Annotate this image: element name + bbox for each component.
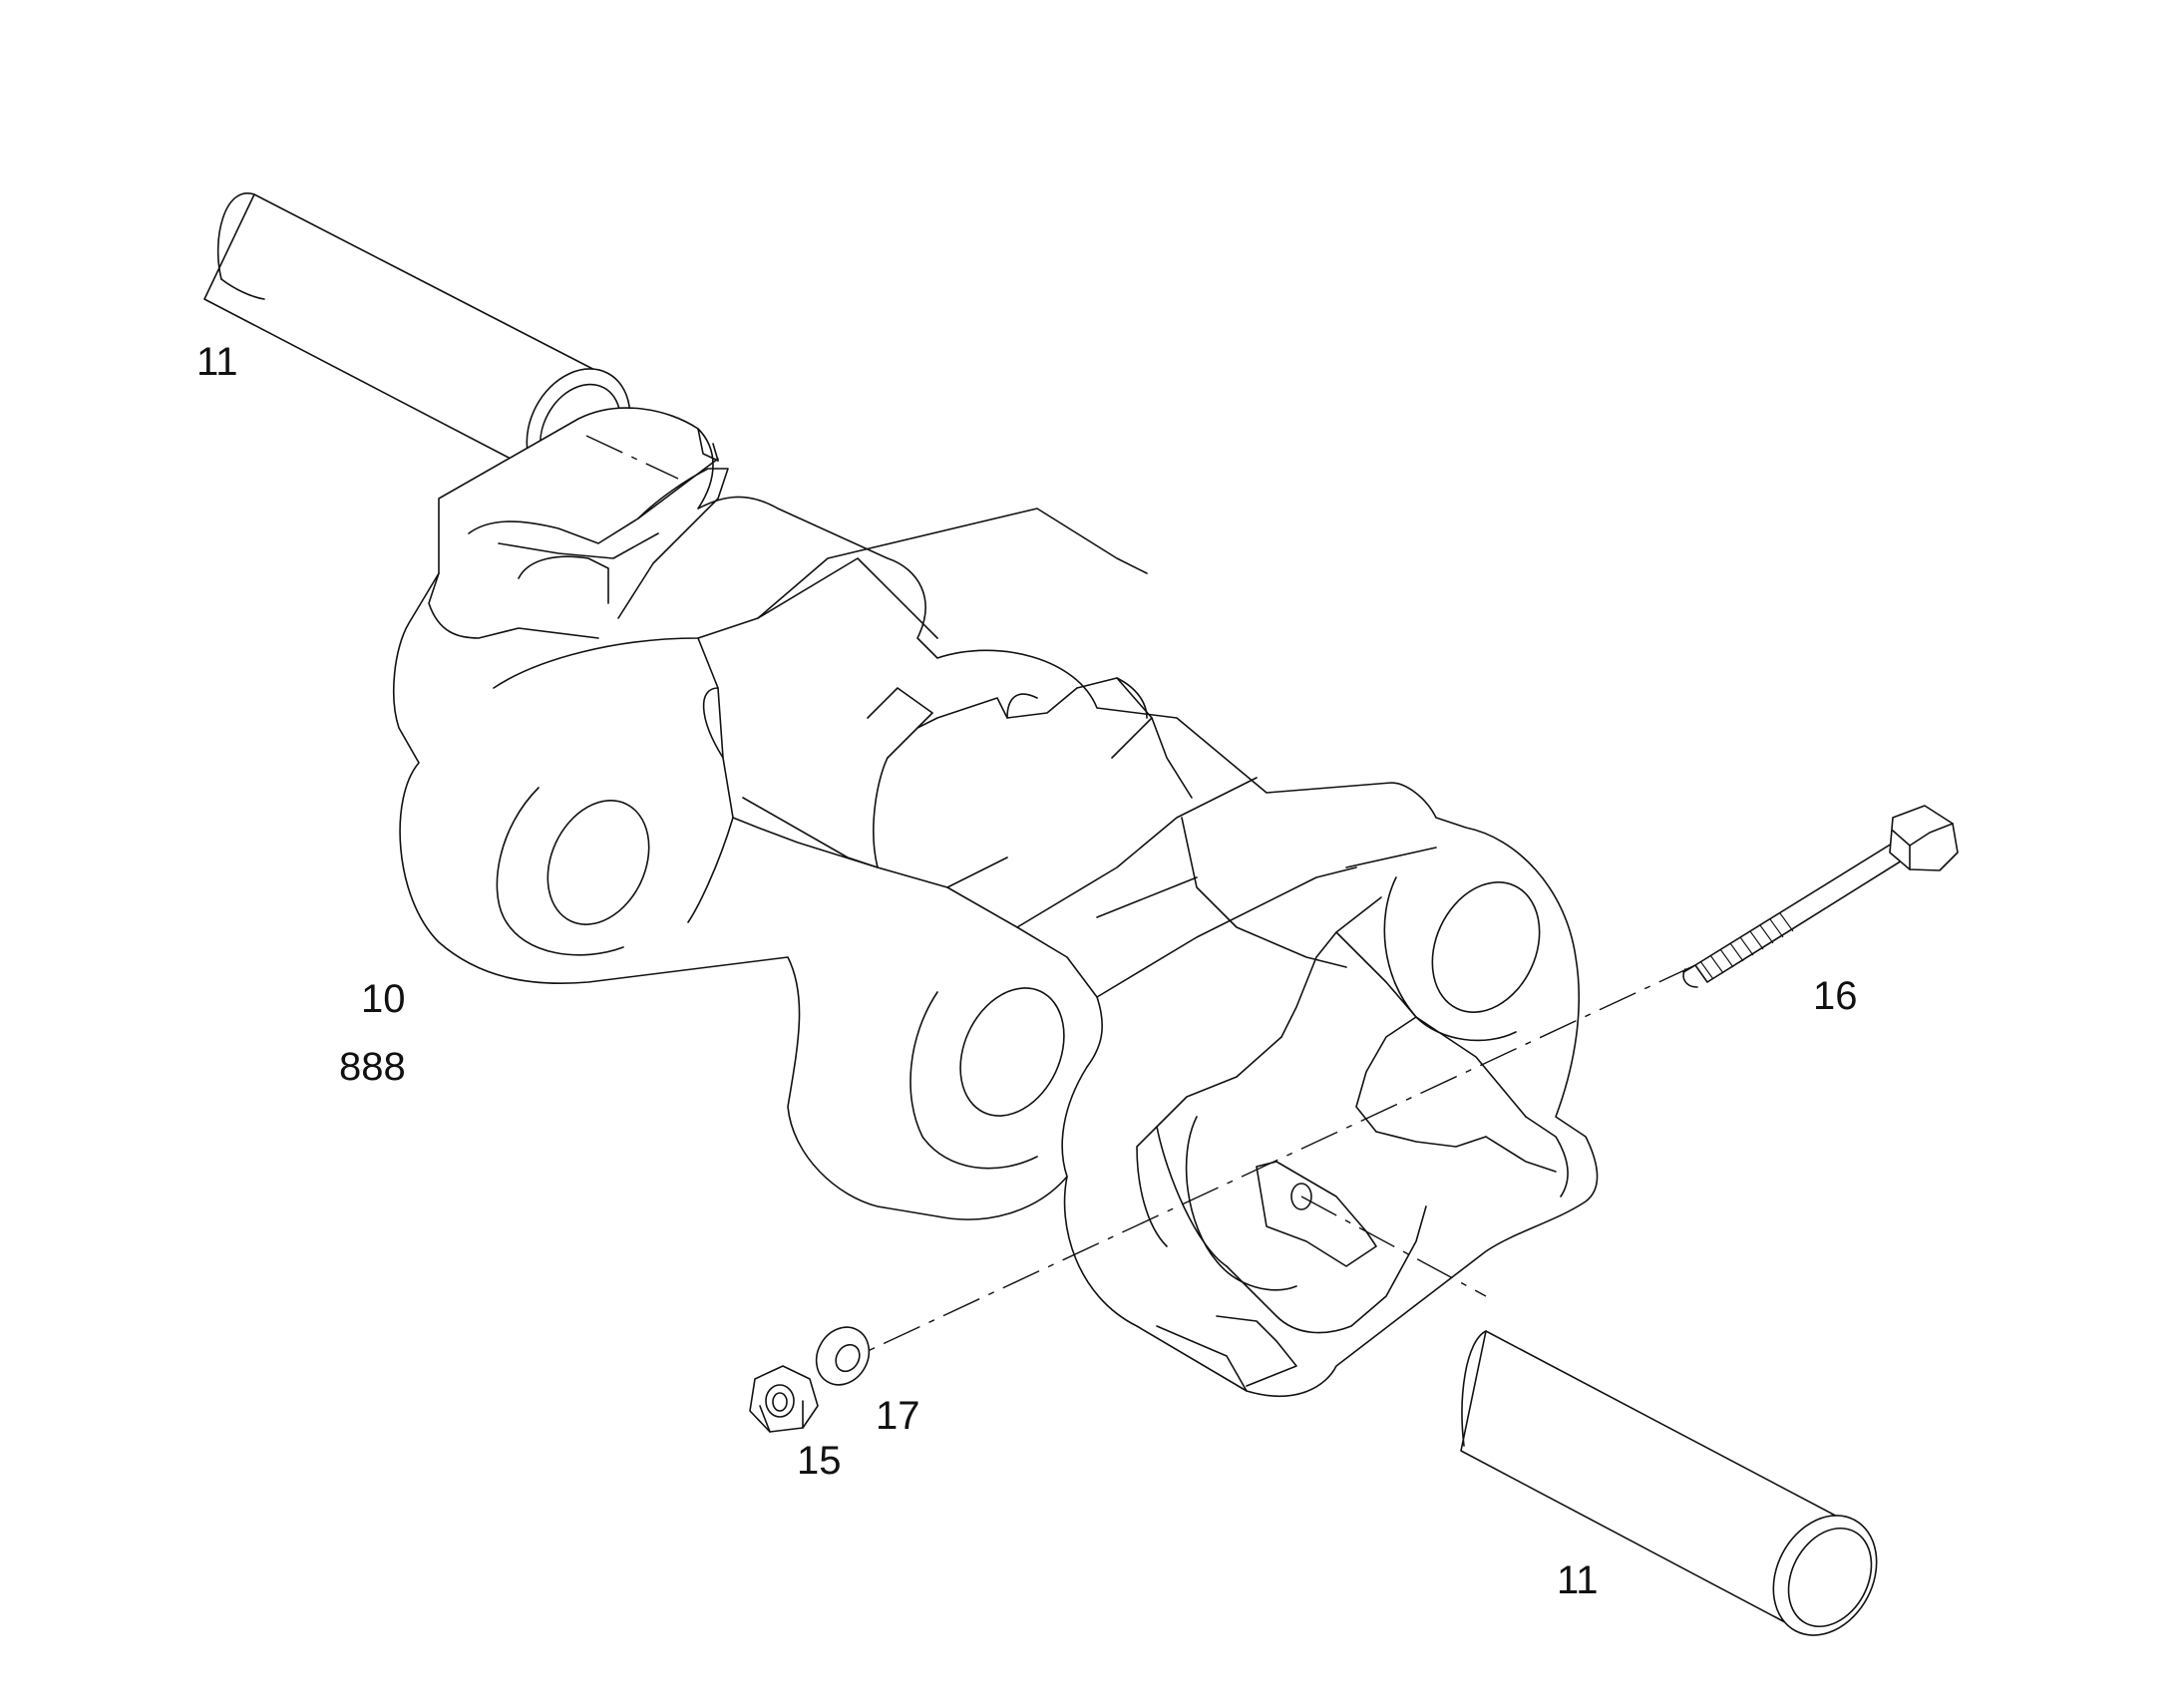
washer xyxy=(815,1326,871,1386)
assembly-axis-lines xyxy=(585,435,1696,1352)
callout-link-assembly-alt: 888 xyxy=(339,1045,406,1089)
callout-link-assembly: 10 xyxy=(361,977,406,1021)
callout-pin-lower: 11 xyxy=(1557,1558,1599,1602)
bolt xyxy=(1682,805,1959,988)
nut xyxy=(749,1365,819,1433)
callout-bolt: 16 xyxy=(1813,974,1858,1018)
callout-washer: 17 xyxy=(876,1394,920,1438)
callout-nut: 15 xyxy=(797,1439,842,1483)
callout-pin-upper: 11 xyxy=(196,340,238,384)
track-link-body xyxy=(393,407,1599,1397)
lower-pin xyxy=(1460,1330,1878,1636)
